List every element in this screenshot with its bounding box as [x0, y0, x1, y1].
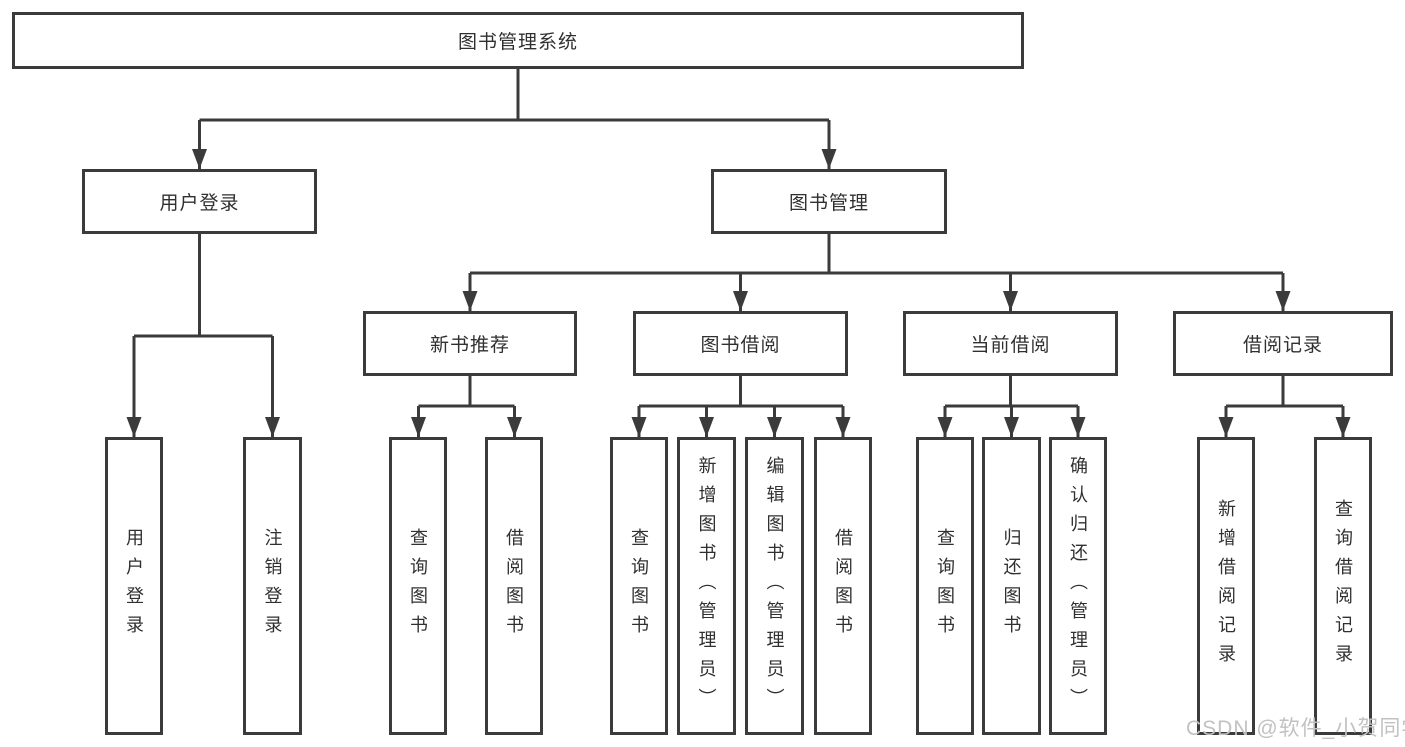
node-nbr-borrow-books: 借阅图书: [485, 437, 543, 735]
node-nbr-query-books-label: 查询图书: [408, 528, 428, 644]
node-cb-confirm-return-admin-label: 确认归还（管理员）: [1068, 455, 1088, 717]
node-br-query-record: 查询借阅记录: [1314, 437, 1372, 735]
csdn-watermark: CSDN @软件_小贺同学: [1186, 717, 1405, 740]
node-new-book-recommend: 新书推荐: [363, 311, 577, 376]
node-ul-login: 用户登录: [105, 437, 163, 735]
node-bb-query-books: 查询图书: [610, 437, 668, 735]
node-cb-return-books: 归还图书: [982, 437, 1041, 735]
node-new-book-recommend-label: 新书推荐: [429, 335, 510, 356]
node-root-label: 图书管理系统: [457, 32, 578, 53]
node-ul-logout-label: 注销登录: [262, 528, 283, 644]
node-user-login: 用户登录: [82, 169, 317, 234]
connector-user-login-children: [126, 234, 280, 437]
connector-borrowing-records-children: [1218, 376, 1351, 437]
node-user-login-label: 用户登录: [159, 193, 240, 214]
node-book-borrowing: 图书借阅: [633, 311, 848, 376]
node-bb-edit-books-admin: 编辑图书（管理员）: [745, 437, 804, 735]
node-ul-login-label: 用户登录: [124, 528, 144, 644]
node-br-query-record-label: 查询借阅记录: [1333, 499, 1353, 673]
node-current-borrowing-label: 当前借阅: [970, 335, 1051, 356]
node-bb-add-books-admin: 新增图书（管理员）: [677, 437, 736, 735]
node-ul-logout: 注销登录: [243, 437, 302, 735]
node-bb-edit-books-admin-label: 编辑图书（管理员）: [764, 455, 785, 717]
node-borrowing-records-label: 借阅记录: [1242, 335, 1323, 356]
node-book-borrowing-label: 图书借阅: [700, 335, 781, 356]
node-bb-borrow-books: 借阅图书: [814, 437, 872, 735]
node-bb-query-books-label: 查询图书: [629, 528, 649, 644]
node-borrowing-records: 借阅记录: [1173, 311, 1393, 376]
connector-book-borrowing-children: [631, 376, 851, 437]
node-br-add-record-label: 新增借阅记录: [1216, 499, 1236, 673]
node-bb-borrow-books-label: 借阅图书: [833, 528, 853, 644]
node-cb-return-books-label: 归还图书: [1001, 528, 1022, 644]
node-root: 图书管理系统: [12, 12, 1024, 69]
connector-current-borrowing-children: [937, 376, 1086, 437]
node-book-management-label: 图书管理: [788, 193, 869, 214]
node-cb-query-books-label: 查询图书: [935, 528, 955, 644]
node-book-management: 图书管理: [711, 169, 947, 234]
node-br-add-record: 新增借阅记录: [1197, 437, 1255, 735]
connector-new-book-recommend-children: [411, 376, 522, 437]
node-cb-query-books: 查询图书: [916, 437, 974, 735]
connector-book-management-children: [462, 234, 1291, 311]
node-current-borrowing: 当前借阅: [903, 311, 1118, 376]
node-nbr-query-books: 查询图书: [389, 437, 447, 735]
node-nbr-borrow-books-label: 借阅图书: [504, 528, 524, 644]
connector-root-to-level2: [192, 69, 837, 169]
node-cb-confirm-return-admin: 确认归还（管理员）: [1049, 437, 1107, 735]
node-bb-add-books-admin-label: 新增图书（管理员）: [696, 455, 717, 717]
